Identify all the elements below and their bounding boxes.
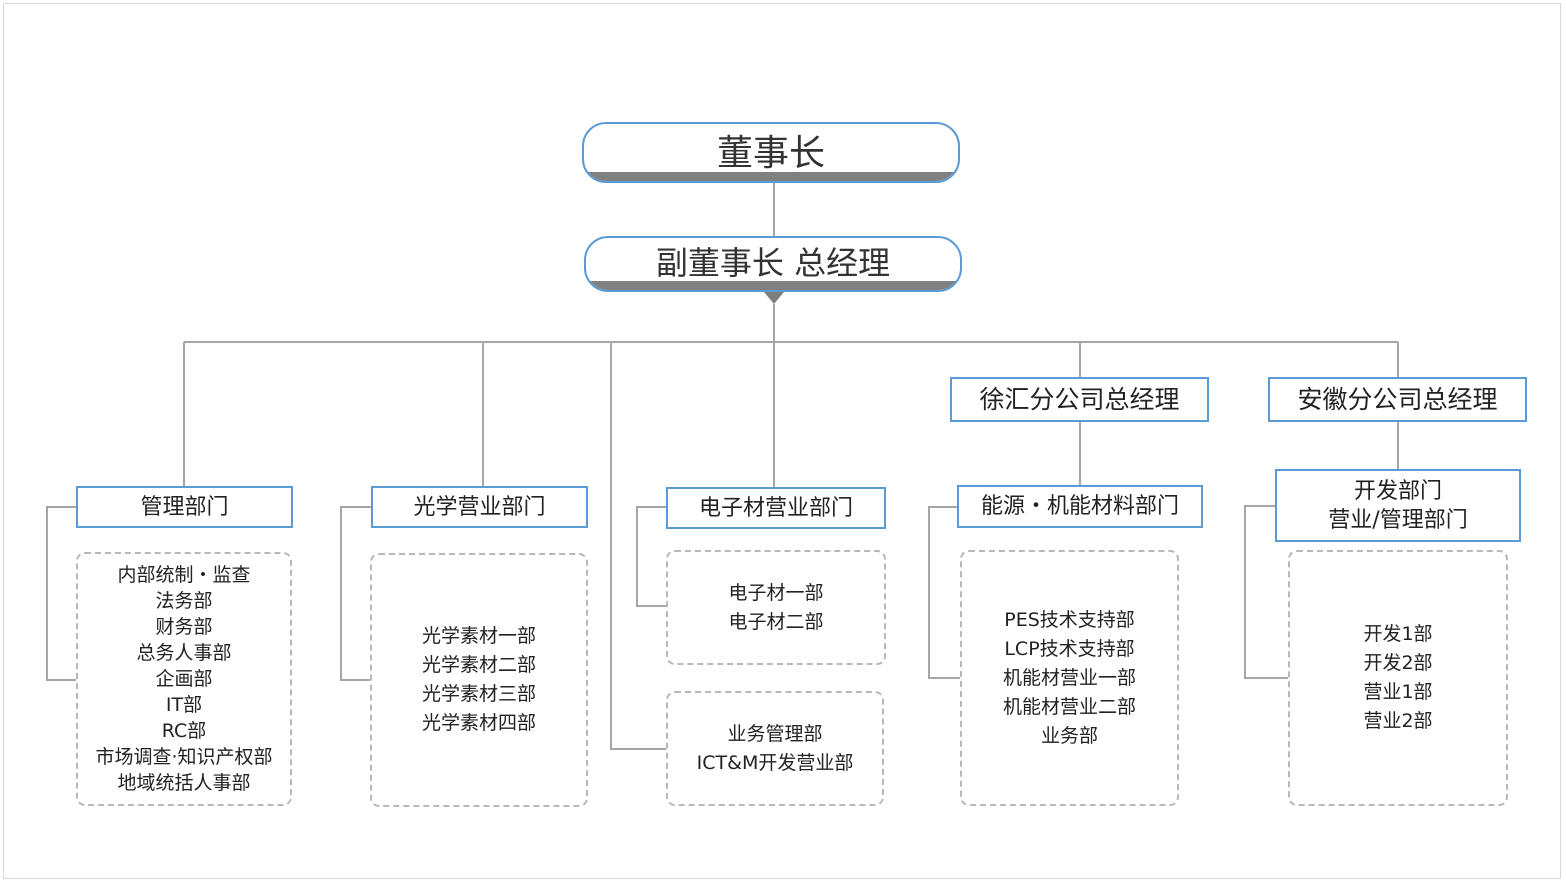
list-item: 总务人事部 bbox=[136, 642, 232, 664]
management-list: 内部统制・监查 法务部 财务部 总务人事部 企画部 IT部 RC部 市场调查·知… bbox=[76, 552, 292, 806]
xuhui-manager-box: 徐汇分公司总经理 bbox=[950, 377, 1209, 422]
list-item: 营业1部 bbox=[1363, 681, 1433, 703]
chairman-band bbox=[584, 172, 958, 181]
list-item: LCP技术支持部 bbox=[1004, 637, 1135, 660]
list-item: PES技术支持部 bbox=[1004, 608, 1135, 631]
slide-frame bbox=[3, 3, 1561, 879]
list-item: 光学素材二部 bbox=[421, 654, 536, 676]
energy-dept-label: 能源・机能材料部门 bbox=[980, 494, 1179, 519]
management-dept-label: 管理部门 bbox=[140, 494, 229, 520]
chairman-box: 董事长 bbox=[582, 122, 960, 183]
list-item: 光学素材三部 bbox=[421, 683, 536, 705]
bracket-optical bbox=[340, 506, 372, 681]
development-dept-label-2: 营业/管理部门 bbox=[1328, 507, 1468, 533]
vice-chairman-box: 副董事长 总经理 bbox=[584, 236, 962, 292]
list-item: IT部 bbox=[165, 694, 203, 716]
list-item: 地域统括人事部 bbox=[117, 772, 251, 794]
list-item: 开发2部 bbox=[1363, 652, 1433, 674]
list-item: 机能材营业二部 bbox=[1002, 695, 1136, 718]
electronic-dept-box: 电子材营业部门 bbox=[666, 487, 886, 529]
list-item: 市场调查·知识产权部 bbox=[95, 746, 273, 768]
optical-dept-label: 光学营业部门 bbox=[413, 494, 546, 520]
list-item: 光学素材四部 bbox=[421, 712, 536, 734]
bracket-electronic bbox=[636, 506, 667, 607]
bracket-management bbox=[46, 506, 77, 681]
development-list: 开发1部 开发2部 营业1部 营业2部 bbox=[1288, 550, 1508, 806]
chairman-label: 董事长 bbox=[716, 132, 825, 174]
optical-list: 光学素材一部 光学素材二部 光学素材三部 光学素材四部 bbox=[370, 553, 588, 807]
list-item: 电子材一部 bbox=[728, 581, 824, 604]
anhui-manager-label: 安徽分公司总经理 bbox=[1297, 385, 1498, 414]
energy-dept-box: 能源・机能材料部门 bbox=[957, 485, 1203, 528]
electronic-list: 电子材一部 电子材二部 bbox=[666, 550, 886, 665]
energy-list: PES技术支持部 LCP技术支持部 机能材营业一部 机能材营业二部 业务部 bbox=[960, 550, 1179, 806]
optical-dept-box: 光学营业部门 bbox=[371, 486, 588, 528]
bracket-energy bbox=[928, 506, 961, 679]
connector-business-mgmt bbox=[610, 342, 666, 750]
list-item: 业务部 bbox=[1040, 724, 1098, 747]
anhui-manager-box: 安徽分公司总经理 bbox=[1268, 377, 1527, 422]
list-item: 光学素材一部 bbox=[421, 625, 536, 647]
vice-chairman-label: 副董事长 总经理 bbox=[655, 244, 891, 282]
list-item: 开发1部 bbox=[1363, 623, 1433, 645]
list-item: 财务部 bbox=[155, 616, 213, 638]
development-dept-label-1: 开发部门 bbox=[1353, 478, 1442, 504]
list-item: 内部统制・监查 bbox=[117, 564, 251, 586]
list-item: 营业2部 bbox=[1363, 710, 1433, 732]
development-dept-box: 开发部门 营业/管理部门 bbox=[1275, 469, 1521, 542]
list-item: 机能材营业一部 bbox=[1002, 666, 1136, 689]
list-item: ICT&M开发营业部 bbox=[696, 751, 854, 774]
list-item: 业务管理部 bbox=[727, 722, 823, 745]
list-item: 企画部 bbox=[155, 668, 213, 690]
bracket-development bbox=[1244, 505, 1289, 679]
vice-chairman-band bbox=[586, 281, 960, 290]
electronic-dept-label: 电子材营业部门 bbox=[698, 495, 853, 521]
business-mgmt-list: 业务管理部 ICT&M开发营业部 bbox=[666, 691, 884, 806]
list-item: 法务部 bbox=[155, 590, 213, 612]
down-arrow-icon bbox=[764, 292, 784, 304]
list-item: 电子材二部 bbox=[728, 610, 824, 633]
xuhui-manager-label: 徐汇分公司总经理 bbox=[979, 385, 1180, 414]
management-dept-box: 管理部门 bbox=[76, 486, 293, 528]
list-item: RC部 bbox=[161, 720, 207, 742]
